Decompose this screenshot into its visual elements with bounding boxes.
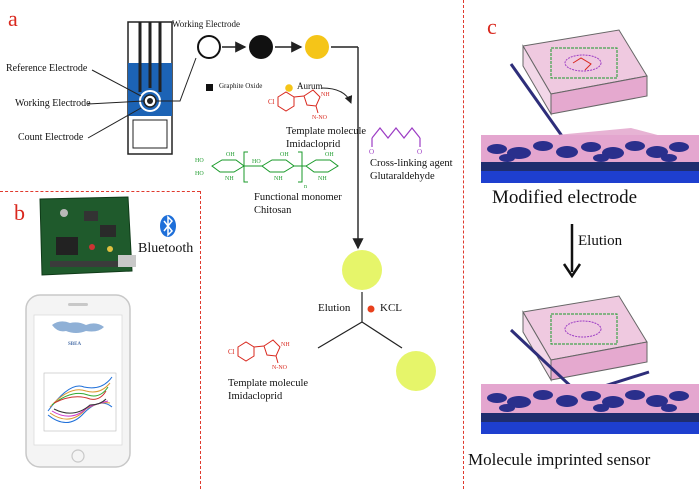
imprinted-sensor-label: Molecule imprinted sensor: [468, 450, 651, 469]
divider-a-b: [0, 191, 200, 192]
template-molecule-label-2: Template molecule: [228, 378, 309, 389]
svg-text:Cl: Cl: [228, 348, 235, 356]
working-electrode-top-label: Working Electrode: [172, 19, 241, 29]
imidacloprid-label-1: Imidacloprid: [286, 139, 341, 150]
svg-text:O: O: [417, 148, 422, 156]
aurum-disc: [305, 35, 329, 59]
functional-monomer-label: Functional monomer: [254, 192, 342, 203]
panel-b-graphics: [25, 196, 176, 468]
kcl-label: KCL: [380, 302, 402, 314]
elution-label-a: Elution: [318, 302, 351, 314]
svg-text:OH: OH: [280, 152, 289, 158]
smartphone: [25, 294, 131, 468]
template-molecule-label-1: Template molecule: [286, 126, 367, 137]
aurum-label: Aurum: [297, 81, 323, 91]
imidacloprid-label-2: Imidacloprid: [228, 391, 283, 402]
panel-c-graphics: [481, 29, 699, 434]
chitosan-label: Chitosan: [254, 205, 292, 216]
modified-electrode-label: Modified electrode: [492, 187, 638, 208]
svg-text:HO: HO: [195, 158, 204, 164]
glutaraldehyde-molecule: O O: [369, 127, 422, 156]
svg-text:n: n: [304, 184, 307, 190]
svg-text:NH: NH: [318, 176, 327, 182]
circuit-board: [39, 196, 136, 276]
kcl-dot: [367, 305, 375, 313]
bluetooth-label: Bluetooth: [138, 241, 194, 256]
svg-text:N-NO: N-NO: [272, 365, 288, 371]
svg-text:HO: HO: [195, 171, 204, 177]
working-electrode-left-label: Working Electrode: [15, 98, 91, 109]
electrode-strip: [127, 21, 173, 155]
imidacloprid-molecule-bottom: Cl NH N-NO: [228, 339, 290, 371]
mip-electrode-disc: [342, 250, 382, 290]
elution-label-c: Elution: [578, 233, 623, 249]
aurum-legend-icon: [285, 84, 293, 92]
svg-text:NH: NH: [321, 92, 330, 98]
modified-electrode-illustration: [481, 29, 699, 183]
graphite-oxide-disc: [249, 35, 273, 59]
count-electrode-label: Count Electrode: [18, 132, 84, 143]
svg-text:NH: NH: [225, 176, 234, 182]
panel-c-letter: c: [487, 14, 497, 39]
panel-a-graphics: Cl NH N-NO O O HO HO OH HO OH OH NH NH N…: [87, 21, 436, 391]
bare-electrode-disc: [197, 35, 221, 59]
panel-b-letter: b: [14, 200, 25, 225]
svg-text:HO: HO: [252, 159, 261, 165]
imidacloprid-molecule-top: Cl NH N-NO: [268, 89, 330, 121]
glutaraldehyde-label: Glutaraldehyde: [370, 171, 435, 182]
chitosan-molecule: HO HO OH HO OH OH NH NH NH n: [195, 151, 339, 190]
svg-text:N-NO: N-NO: [312, 115, 328, 121]
svg-text:OH: OH: [325, 152, 334, 158]
divider-a-c: [463, 0, 464, 489]
svg-text:OH: OH: [226, 152, 235, 158]
reference-electrode-label: Reference Electrode: [6, 63, 88, 74]
divider-b-right: [200, 191, 201, 489]
phone-brand-label: SBEA: [68, 342, 82, 347]
graphite-oxide-legend-icon: [206, 84, 213, 91]
svg-text:Cl: Cl: [268, 98, 275, 106]
svg-text:NH: NH: [274, 176, 283, 182]
graphite-oxide-label: Graphite Oxide: [219, 82, 263, 90]
svg-text:O: O: [369, 148, 374, 156]
eluted-electrode-disc: [396, 351, 436, 391]
imprinted-sensor-illustration: [481, 295, 699, 434]
crosslinking-agent-label: Cross-linking agent: [370, 158, 453, 169]
svg-text:NH: NH: [281, 342, 290, 348]
panel-a-letter: a: [8, 6, 18, 31]
bluetooth-icon: [160, 215, 176, 237]
